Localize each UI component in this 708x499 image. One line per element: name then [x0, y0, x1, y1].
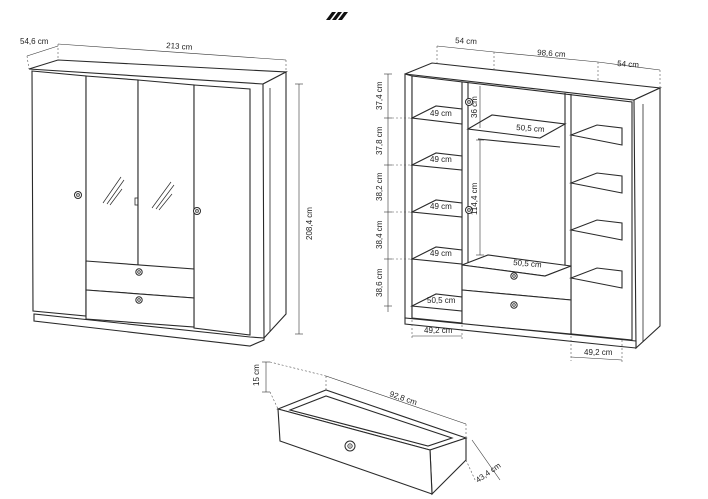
right-shelf-3 [569, 219, 623, 241]
dimension-line-depth [26, 45, 59, 70]
knob-icon [74, 191, 201, 304]
mirror-glint-left [102, 176, 125, 206]
drawer-height-label: 15 cm [252, 364, 261, 386]
middle-vertical-dimension-lines [476, 86, 484, 256]
right-shelf-2 [569, 172, 623, 194]
right-shelf-1 [569, 124, 623, 146]
interior-bottom-dimension-lines [411, 320, 623, 364]
middle-upper-shelf [466, 114, 567, 139]
brand-logo-slashes [326, 12, 348, 20]
left-shelf-3 [410, 199, 463, 218]
front-drawer-lower [85, 289, 195, 328]
drawer-depth-label: 43,4 cm [474, 461, 503, 485]
shelf-width-label-3: 49 cm [430, 202, 452, 211]
dimension-line-width [57, 43, 287, 72]
shelf-width-label-1: 49 cm [430, 109, 452, 118]
drawer-detail-view [262, 361, 501, 496]
door-right [193, 84, 251, 336]
door-latch [134, 197, 139, 206]
interior-height-dimension-lines [384, 73, 412, 312]
drawer-dimension-lines [262, 361, 501, 483]
shelf-width-label-4: 49 cm [430, 249, 452, 258]
bottom-right-width-label: 49,2 cm [584, 348, 613, 357]
shelf-height-label-5: 38,6 cm [375, 268, 384, 297]
drawer-top-width-label: 50,5 cm [513, 258, 542, 269]
bottom-shelf-width-label: 50,5 cm [427, 296, 456, 305]
upper-shelf-width-label: 50,5 cm [516, 123, 545, 134]
knob-icon [347, 443, 353, 449]
interior-top-dimension-lines [436, 45, 661, 88]
knob-icon [465, 98, 518, 309]
interior-base [404, 317, 637, 349]
drawer-width-label: 92,8 cm [388, 389, 418, 407]
closed-wardrobe-view [26, 43, 303, 347]
bottom-left-width-label: 49,2 cm [424, 326, 453, 335]
left-height-label: 208,4 cm [305, 207, 314, 240]
left-width-label: 213 cm [166, 41, 193, 52]
top-left-width-label: 54 cm [455, 36, 478, 46]
left-shelf-2 [410, 152, 463, 171]
wardrobe-base [33, 313, 265, 347]
drawer-inner-floor [288, 395, 454, 447]
interior-left-side [404, 73, 413, 321]
shelf-height-label-3: 38,2 cm [375, 172, 384, 201]
interior-drawer-upper [461, 264, 572, 301]
left-shelf-4 [410, 246, 463, 265]
dimension-line-height [295, 83, 303, 335]
top-middle-width-label: 98,6 cm [537, 48, 566, 59]
shelf-height-label-4: 38,4 cm [375, 220, 384, 249]
shelf-height-label-2: 37,8 cm [375, 126, 384, 155]
mirror-glint-right [151, 181, 175, 211]
drawer-front [277, 408, 433, 495]
shelf-width-label-2: 49 cm [430, 155, 452, 164]
interior-right-side [633, 87, 661, 350]
upper-compartment-height-label: 36 cm [470, 96, 479, 118]
hanging-rail [477, 138, 561, 148]
wardrobe-right-side [262, 71, 287, 340]
left-depth-label: 54,6 cm [20, 37, 49, 46]
hanging-height-label: 114,4 cm [470, 182, 479, 215]
top-right-width-label: 54 cm [617, 59, 640, 70]
right-shelf-4 [569, 267, 623, 289]
open-wardrobe-interior-view [384, 45, 663, 364]
left-shelf-1 [410, 105, 463, 125]
shelf-height-label-1: 37,4 cm [375, 81, 384, 110]
